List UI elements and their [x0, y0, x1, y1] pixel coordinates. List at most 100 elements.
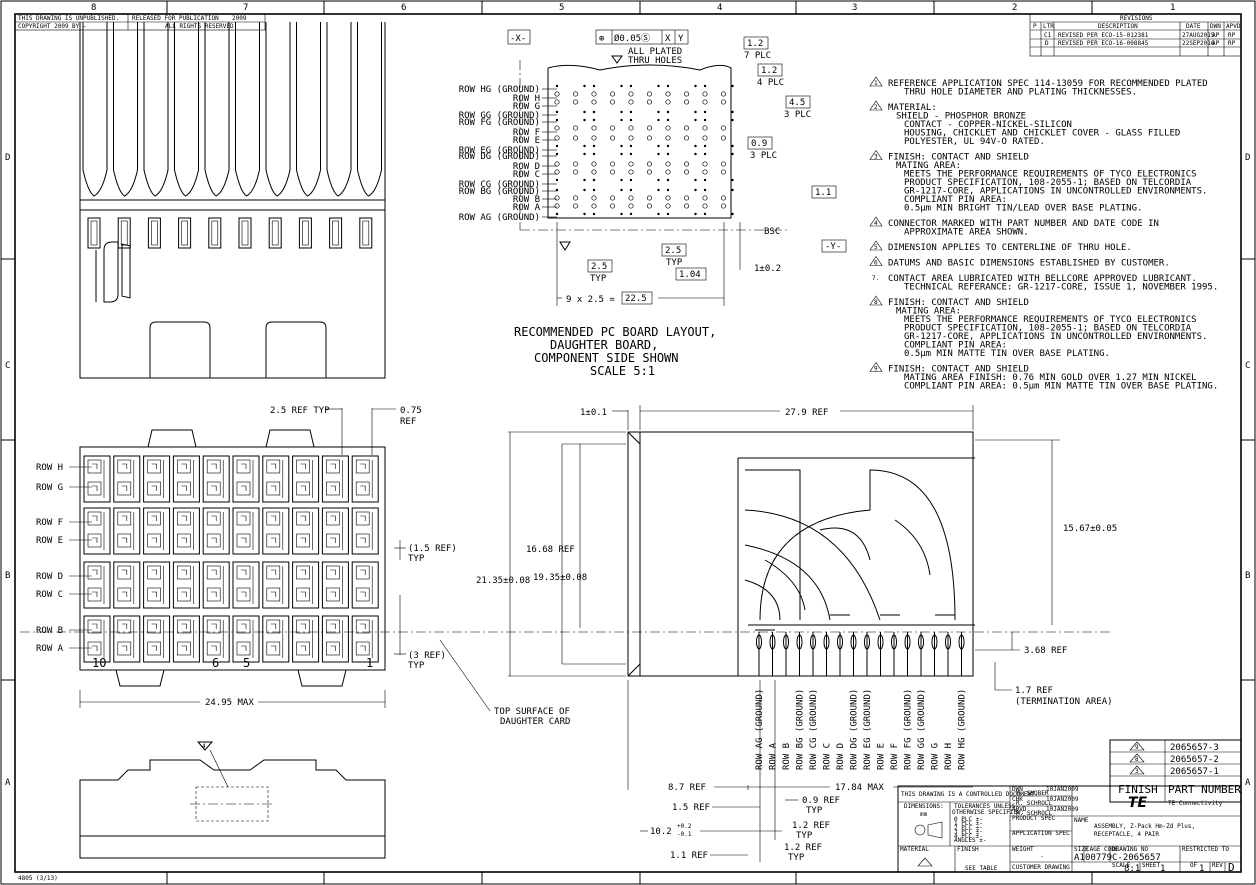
rev-row-1-ltr: C1 — [1044, 32, 1052, 39]
rev-row-1-apvd: RP — [1228, 32, 1236, 39]
tb-name-line-1: ASSEMBLY, Z-Pack Hm-Zd Plus, — [1094, 823, 1195, 830]
signal-hole — [702, 195, 708, 201]
side-pin-label: ROW HG (GROUND) — [958, 689, 968, 770]
contact-cell — [113, 615, 141, 663]
pcb-row-label: ROW C — [513, 170, 540, 180]
ground-hole — [666, 144, 670, 148]
signal-hole — [628, 135, 634, 141]
ground-hole — [703, 110, 707, 114]
tb-weight: WEIGHT — [1012, 846, 1034, 853]
housing-fin — [113, 22, 138, 197]
front-row-labels: ROW H ROW G ROW F ROW E ROW D ROW C ROW … — [36, 463, 373, 670]
rev-row-1-date: 27AUG2015 — [1182, 32, 1215, 39]
chicklet-slot — [238, 217, 252, 249]
tb-chk-label: CHK — [1012, 796, 1023, 803]
dim-09-typ: TYP — [806, 806, 823, 816]
caption-line-3: COMPONENT SIDE SHOWN — [534, 351, 679, 365]
note-flag-icon — [869, 76, 883, 87]
note-line: PRODUCT SPECIFICATION, 108-2055-1; BASED… — [904, 178, 1192, 188]
ground-hole — [629, 212, 633, 216]
chicklet-slot — [117, 217, 131, 249]
ground-hole — [657, 84, 660, 88]
top-surface-2: DAUGHTER CARD — [500, 717, 570, 727]
signal-hole — [702, 161, 708, 167]
front-row-b: ROW B — [36, 626, 63, 636]
dim-15-typ: TYP — [408, 554, 425, 564]
ground-hole — [703, 152, 707, 156]
ground-hole — [657, 118, 660, 122]
signal-hole — [702, 203, 708, 209]
ground-hole — [592, 118, 596, 122]
pcb-row-label: ROW G — [513, 102, 540, 112]
header-unpublished: THIS DRAWING IS UNPUBLISHED. — [18, 15, 119, 22]
dim-width-max: 24.95 MAX — [205, 698, 254, 708]
contact-cell — [143, 455, 171, 503]
pcb-row-label: ROW A — [513, 203, 541, 213]
side-pin-label: ROW GG (GROUND) — [917, 689, 927, 770]
note-line: POLYESTER, UL 94V-O RATED. — [904, 137, 1045, 147]
signal-hole — [591, 135, 597, 141]
note-flag-icon — [869, 100, 883, 111]
ground-hole — [620, 118, 623, 122]
signal-hole — [554, 161, 560, 167]
signal-hole — [665, 125, 671, 131]
tb-finish: FINISH — [957, 846, 979, 853]
note-line: 0.5µm MIN BRIGHT TIN/LEAD OVER BASE PLAT… — [904, 204, 1142, 214]
tb-scale: 8:1 — [1124, 864, 1140, 874]
signal-hole — [591, 99, 597, 105]
ground-hole — [629, 152, 633, 156]
dim-12-ref: 1.2 REF — [792, 821, 830, 831]
note-line: CONTACT - COPPER-NICKEL-SILICON — [904, 120, 1072, 130]
note-tag: 5 — [874, 244, 878, 251]
datum-x: -X- — [510, 34, 526, 44]
note-line: MEETS THE PERFORMANCE REQUIREMENTS OF TY… — [904, 315, 1197, 325]
signal-hole — [609, 99, 616, 105]
note-line: COMPLIANT PIN AREA: — [904, 195, 1007, 205]
signal-hole — [665, 195, 671, 201]
header-released: RELEASED FOR PUBLICATION — [132, 15, 219, 22]
signal-hole — [720, 125, 727, 131]
contact-cell — [202, 615, 230, 663]
tb-dwn-name: M. SHOBER — [1016, 790, 1049, 797]
contact-cell — [202, 455, 230, 503]
housing-fin — [143, 22, 169, 197]
signal-hole — [572, 195, 579, 201]
signal-hole — [665, 169, 671, 175]
front-row-g: ROW G — [36, 483, 63, 493]
dim-1668: 16.68 REF — [526, 545, 575, 555]
tb-chk-name: R. SCHROLL — [1016, 800, 1053, 807]
dim-09: 0.9 — [751, 139, 767, 149]
contact-cell — [321, 507, 349, 555]
contact-cell — [292, 615, 320, 663]
finish-8-icon — [1129, 753, 1145, 763]
ground-hole — [694, 118, 697, 122]
tb-appvd-name: R. SCHROLL — [1016, 810, 1053, 817]
contact-cell — [143, 615, 171, 663]
signal-hole — [609, 161, 616, 167]
ground-hole — [731, 178, 734, 182]
signal-hole — [609, 91, 616, 97]
signal-hole — [702, 169, 708, 175]
contact-cell — [292, 455, 320, 503]
ground-hole — [555, 118, 559, 122]
dim-pitch-value: 22.5 — [625, 294, 647, 304]
header-rights: ALL RIGHTS RESERVED. — [165, 23, 237, 30]
tb-weight-val: - — [1040, 853, 1044, 860]
finish-3-icon — [1129, 765, 1145, 775]
side-pin-label: ROW EG (GROUND) — [863, 689, 873, 770]
ground-hole — [555, 212, 559, 216]
note-flag-icon — [869, 361, 883, 372]
note-line: CONNECTOR MARKED WITH PART NUMBER AND DA… — [888, 219, 1159, 229]
finish-9-icon — [1129, 741, 1145, 751]
signal-hole — [720, 91, 727, 97]
pcb-caption: RECOMMENDED PC BOARD LAYOUT, DAUGHTER BO… — [514, 325, 716, 378]
side-pin-label: ROW A — [769, 742, 779, 770]
contact-cell — [351, 561, 379, 609]
marker-4-text: 4 — [202, 743, 206, 750]
ground-hole — [731, 152, 734, 156]
signal-hole — [720, 135, 727, 141]
contact-cell — [143, 507, 171, 555]
signal-hole — [702, 125, 708, 131]
tb-customer: CUSTOMER DRAWING — [1012, 864, 1070, 871]
